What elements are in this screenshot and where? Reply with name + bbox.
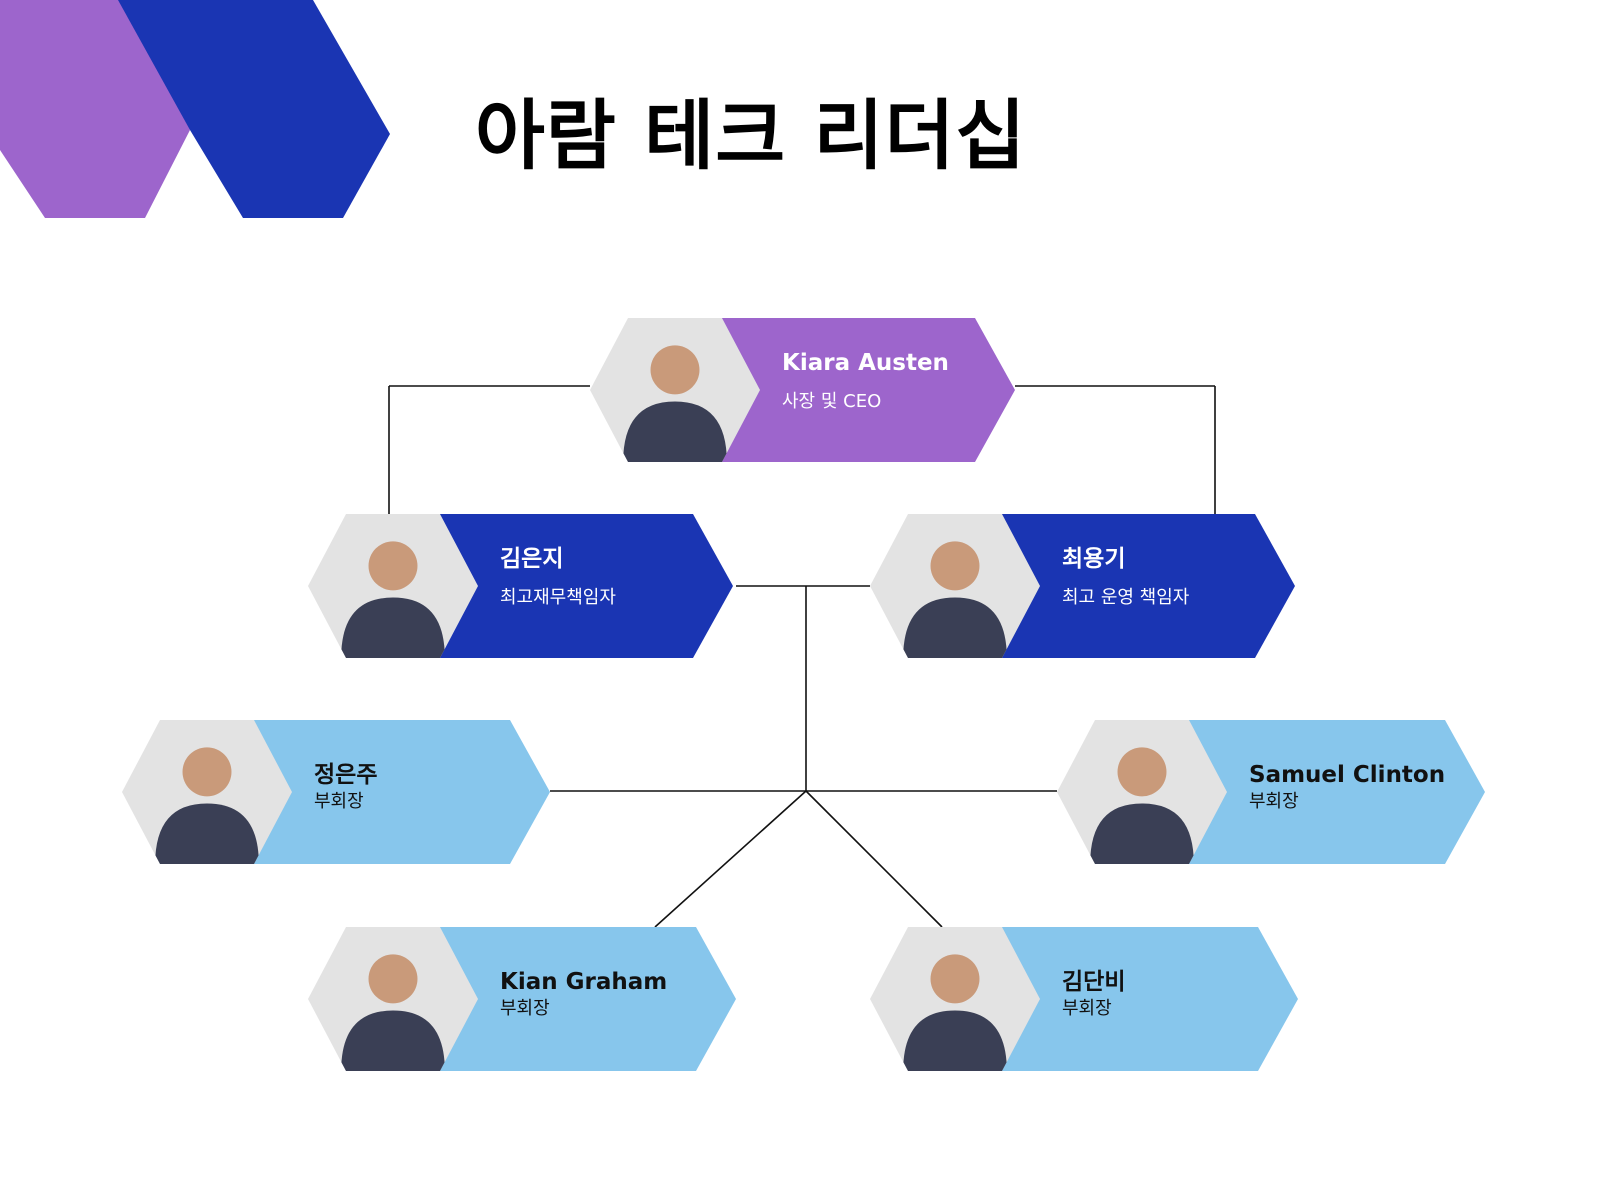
decorative-blue-hexagon: [118, 0, 390, 218]
avatar: [341, 541, 445, 658]
node-label-vp3: Kian Graham 부회장: [500, 967, 667, 1021]
avatar: [341, 954, 445, 1071]
node-plate: [401, 927, 736, 1071]
person-head-icon: [368, 541, 418, 591]
node-plate: [683, 318, 1015, 462]
person-name: 정은주: [314, 762, 378, 788]
person-body-icon: [903, 597, 1007, 658]
avatar: [623, 345, 727, 462]
person-head-icon: [650, 345, 700, 395]
node-plate: [401, 514, 733, 658]
org-node-cfo: [308, 514, 733, 658]
node-label-ceo: Kiara Austen 사장 및 CEO: [782, 348, 949, 414]
avatar: [903, 954, 1007, 1071]
node-plate: [963, 927, 1298, 1071]
person-head-icon: [368, 954, 418, 1004]
person-role: 최고 운영 책임자: [1062, 587, 1190, 608]
person-role: 최고재무책임자: [500, 587, 616, 608]
node-plate: [963, 514, 1295, 658]
avatar: [155, 747, 259, 864]
person-body-icon: [341, 597, 445, 658]
person-role: 부회장: [314, 791, 364, 812]
connector-line: [654, 790, 807, 928]
person-name: 김은지: [500, 546, 564, 572]
person-body-icon: [623, 401, 727, 462]
connector-lines: [388, 385, 1216, 928]
avatar: [1090, 747, 1194, 864]
person-body-icon: [1090, 803, 1194, 864]
person-role: 부회장: [1062, 998, 1112, 1019]
node-plate: [1150, 720, 1485, 864]
person-body-icon: [155, 803, 259, 864]
person-body-icon: [903, 1010, 1007, 1071]
connector-line: [805, 790, 943, 928]
org-node-vp4: [870, 927, 1298, 1071]
person-head-icon: [930, 541, 980, 591]
person-role: 사장 및 CEO: [782, 391, 882, 412]
person-head-icon: [1117, 747, 1167, 797]
org-node-coo: [870, 514, 1295, 658]
org-node-vp1: [122, 720, 550, 864]
org-node-ceo: [590, 318, 1015, 462]
person-name: Kiara Austen: [782, 350, 949, 376]
page-title: 아람 테크 리더십: [475, 91, 1027, 180]
org-node-vp3: [308, 927, 736, 1071]
person-name: Kian Graham: [500, 969, 668, 995]
person-head-icon: [182, 747, 232, 797]
node-plate: [215, 720, 550, 864]
org-nodes: [122, 318, 1485, 1071]
person-role: 부회장: [1249, 791, 1299, 812]
org-node-vp2: [1057, 720, 1485, 864]
person-name: 김단비: [1062, 969, 1126, 995]
person-role: 부회장: [500, 998, 550, 1019]
person-name: 최용기: [1062, 546, 1126, 572]
person-head-icon: [930, 954, 980, 1004]
decorative-purple-hexagon: [0, 0, 190, 218]
person-name: Samuel Clinton: [1249, 762, 1446, 788]
person-body-icon: [341, 1010, 445, 1071]
avatar: [903, 541, 1007, 658]
node-label-vp2: Samuel Clinton 부회장: [1249, 760, 1445, 814]
